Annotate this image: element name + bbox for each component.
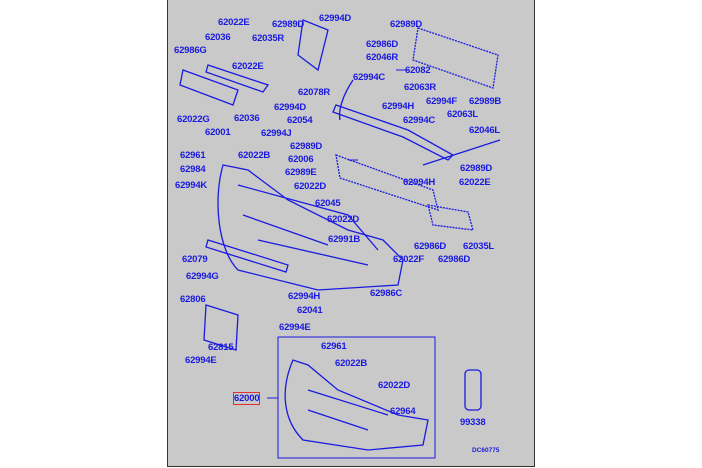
part-label-62035R[interactable]: 62035R [252, 33, 285, 44]
part-label-62986C[interactable]: 62986C [370, 288, 403, 299]
part-label-62054[interactable]: 62054 [287, 115, 313, 126]
part-label-62989D[interactable]: 62989D [390, 19, 423, 30]
part-label-62063R[interactable]: 62063R [404, 82, 437, 93]
diagram-code: DC60775 [472, 447, 500, 454]
part-label-62984[interactable]: 62984 [180, 164, 206, 175]
grille-illustration [335, 154, 439, 211]
part-label-62994H[interactable]: 62994H [382, 101, 415, 112]
part-label-62046L[interactable]: 62046L [469, 125, 501, 136]
part-label-62036[interactable]: 62036 [234, 113, 260, 124]
part-label-62022F[interactable]: 62022F [393, 254, 425, 265]
part-label-62989E[interactable]: 62989E [285, 167, 317, 178]
part-label-62994K[interactable]: 62994K [175, 180, 208, 191]
part-label-62989D[interactable]: 62989D [272, 19, 305, 30]
part-label-62989B[interactable]: 62989B [469, 96, 502, 107]
part-label-62961[interactable]: 62961 [180, 150, 206, 161]
part-label-62961[interactable]: 62961 [321, 341, 347, 352]
paint-bottle-illustration [464, 369, 482, 411]
part-label-62022G[interactable]: 62022G [177, 114, 210, 125]
part-label-62986D[interactable]: 62986D [414, 241, 447, 252]
part-label-62041[interactable]: 62041 [297, 305, 323, 316]
part-label-62991B[interactable]: 62991B [328, 234, 361, 245]
part-label-62001[interactable]: 62001 [205, 127, 231, 138]
diagram-artwork [179, 19, 501, 459]
part-label-62994E[interactable]: 62994E [279, 322, 311, 333]
upper-grille-illustration [412, 27, 499, 89]
part-label-62045[interactable]: 62045 [315, 198, 341, 209]
part-label-62036[interactable]: 62036 [205, 32, 231, 43]
part-label-62022E[interactable]: 62022E [232, 61, 264, 72]
part-label-62994D[interactable]: 62994D [319, 13, 352, 24]
part-label-62000[interactable]: 62000 [232, 392, 261, 405]
part-label-62022E[interactable]: 62022E [459, 177, 491, 188]
part-label-62994F[interactable]: 62994F [426, 96, 458, 107]
part-label-62046R[interactable]: 62046R [366, 52, 399, 63]
part-label-62022B[interactable]: 62022B [335, 358, 368, 369]
part-label-62006[interactable]: 62006 [288, 154, 314, 165]
part-label-62964[interactable]: 62964 [390, 406, 416, 417]
part-label-62986D[interactable]: 62986D [366, 39, 399, 50]
parts-diagram [167, 0, 535, 467]
part-label-62994C[interactable]: 62994C [353, 72, 386, 83]
part-label-62022D[interactable]: 62022D [294, 181, 327, 192]
part-label-62063L[interactable]: 62063L [447, 109, 479, 120]
part-label-62994G[interactable]: 62994G [186, 271, 219, 282]
part-label-62994H[interactable]: 62994H [288, 291, 321, 302]
part-label-62022D[interactable]: 62022D [327, 214, 360, 225]
part-label-62022E[interactable]: 62022E [218, 17, 250, 28]
part-label-62994H[interactable]: 62994H [403, 177, 436, 188]
part-label-62815[interactable]: 62815 [208, 342, 234, 353]
part-label-62989D[interactable]: 62989D [290, 141, 323, 152]
part-label-62986D[interactable]: 62986D [438, 254, 471, 265]
part-label-62989D[interactable]: 62989D [460, 163, 493, 174]
part-label-62994E[interactable]: 62994E [185, 355, 217, 366]
part-label-62022D[interactable]: 62022D [378, 380, 411, 391]
part-label-62806[interactable]: 62806 [180, 294, 206, 305]
part-label-62994D[interactable]: 62994D [274, 102, 307, 113]
part-label-62078R[interactable]: 62078R [298, 87, 331, 98]
part-label-62079[interactable]: 62079 [182, 254, 208, 265]
part-label-62986G[interactable]: 62986G [174, 45, 207, 56]
part-label-62994C[interactable]: 62994C [403, 115, 436, 126]
part-label-62082[interactable]: 62082 [405, 65, 431, 76]
part-label-99338[interactable]: 99338 [460, 417, 486, 428]
part-label-62035L[interactable]: 62035L [463, 241, 495, 252]
part-label-62022B[interactable]: 62022B [238, 150, 271, 161]
part-label-62994J[interactable]: 62994J [261, 128, 292, 139]
